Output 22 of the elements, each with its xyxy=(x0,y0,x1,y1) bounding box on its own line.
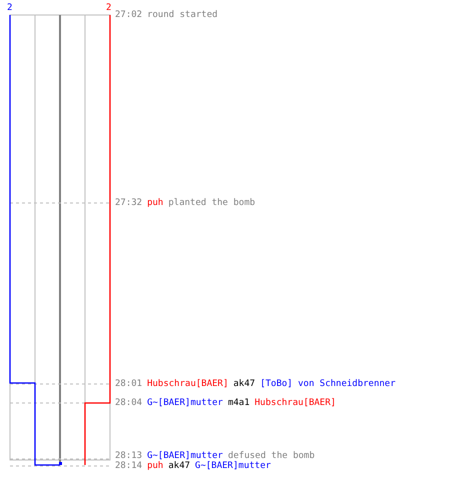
timestamp: 28:01 xyxy=(115,379,142,389)
timestamp: 28:13 xyxy=(115,451,142,461)
weapon-name: m4a1 xyxy=(228,398,250,408)
player-name: G~[BAER]mutter xyxy=(195,461,271,471)
player-name: puh xyxy=(147,461,164,471)
timestamp: 27:32 xyxy=(115,198,142,208)
player-name: [ToBo] von Schneidbrenner xyxy=(260,379,396,389)
team-count: 2 xyxy=(7,3,12,13)
event-text: round started xyxy=(147,10,218,20)
player-name: G~[BAER]mutter xyxy=(147,398,223,408)
timestamp: 27:02 xyxy=(115,10,142,20)
player-name: G~[BAER]mutter xyxy=(147,451,223,461)
weapon-name: ak47 xyxy=(168,461,190,471)
team-count: 2 xyxy=(106,3,112,13)
timestamp: 28:14 xyxy=(115,461,142,471)
timestamp: 28:04 xyxy=(115,398,142,408)
player-name: puh xyxy=(147,198,164,208)
weapon-name: ak47 xyxy=(233,379,256,389)
player-name: Hubschrau[BAER] xyxy=(147,379,228,389)
player-name: Hubschrau[BAER] xyxy=(254,398,336,408)
event-text: planted the bomb xyxy=(168,198,256,208)
event-text: defused the bomb xyxy=(228,451,315,461)
